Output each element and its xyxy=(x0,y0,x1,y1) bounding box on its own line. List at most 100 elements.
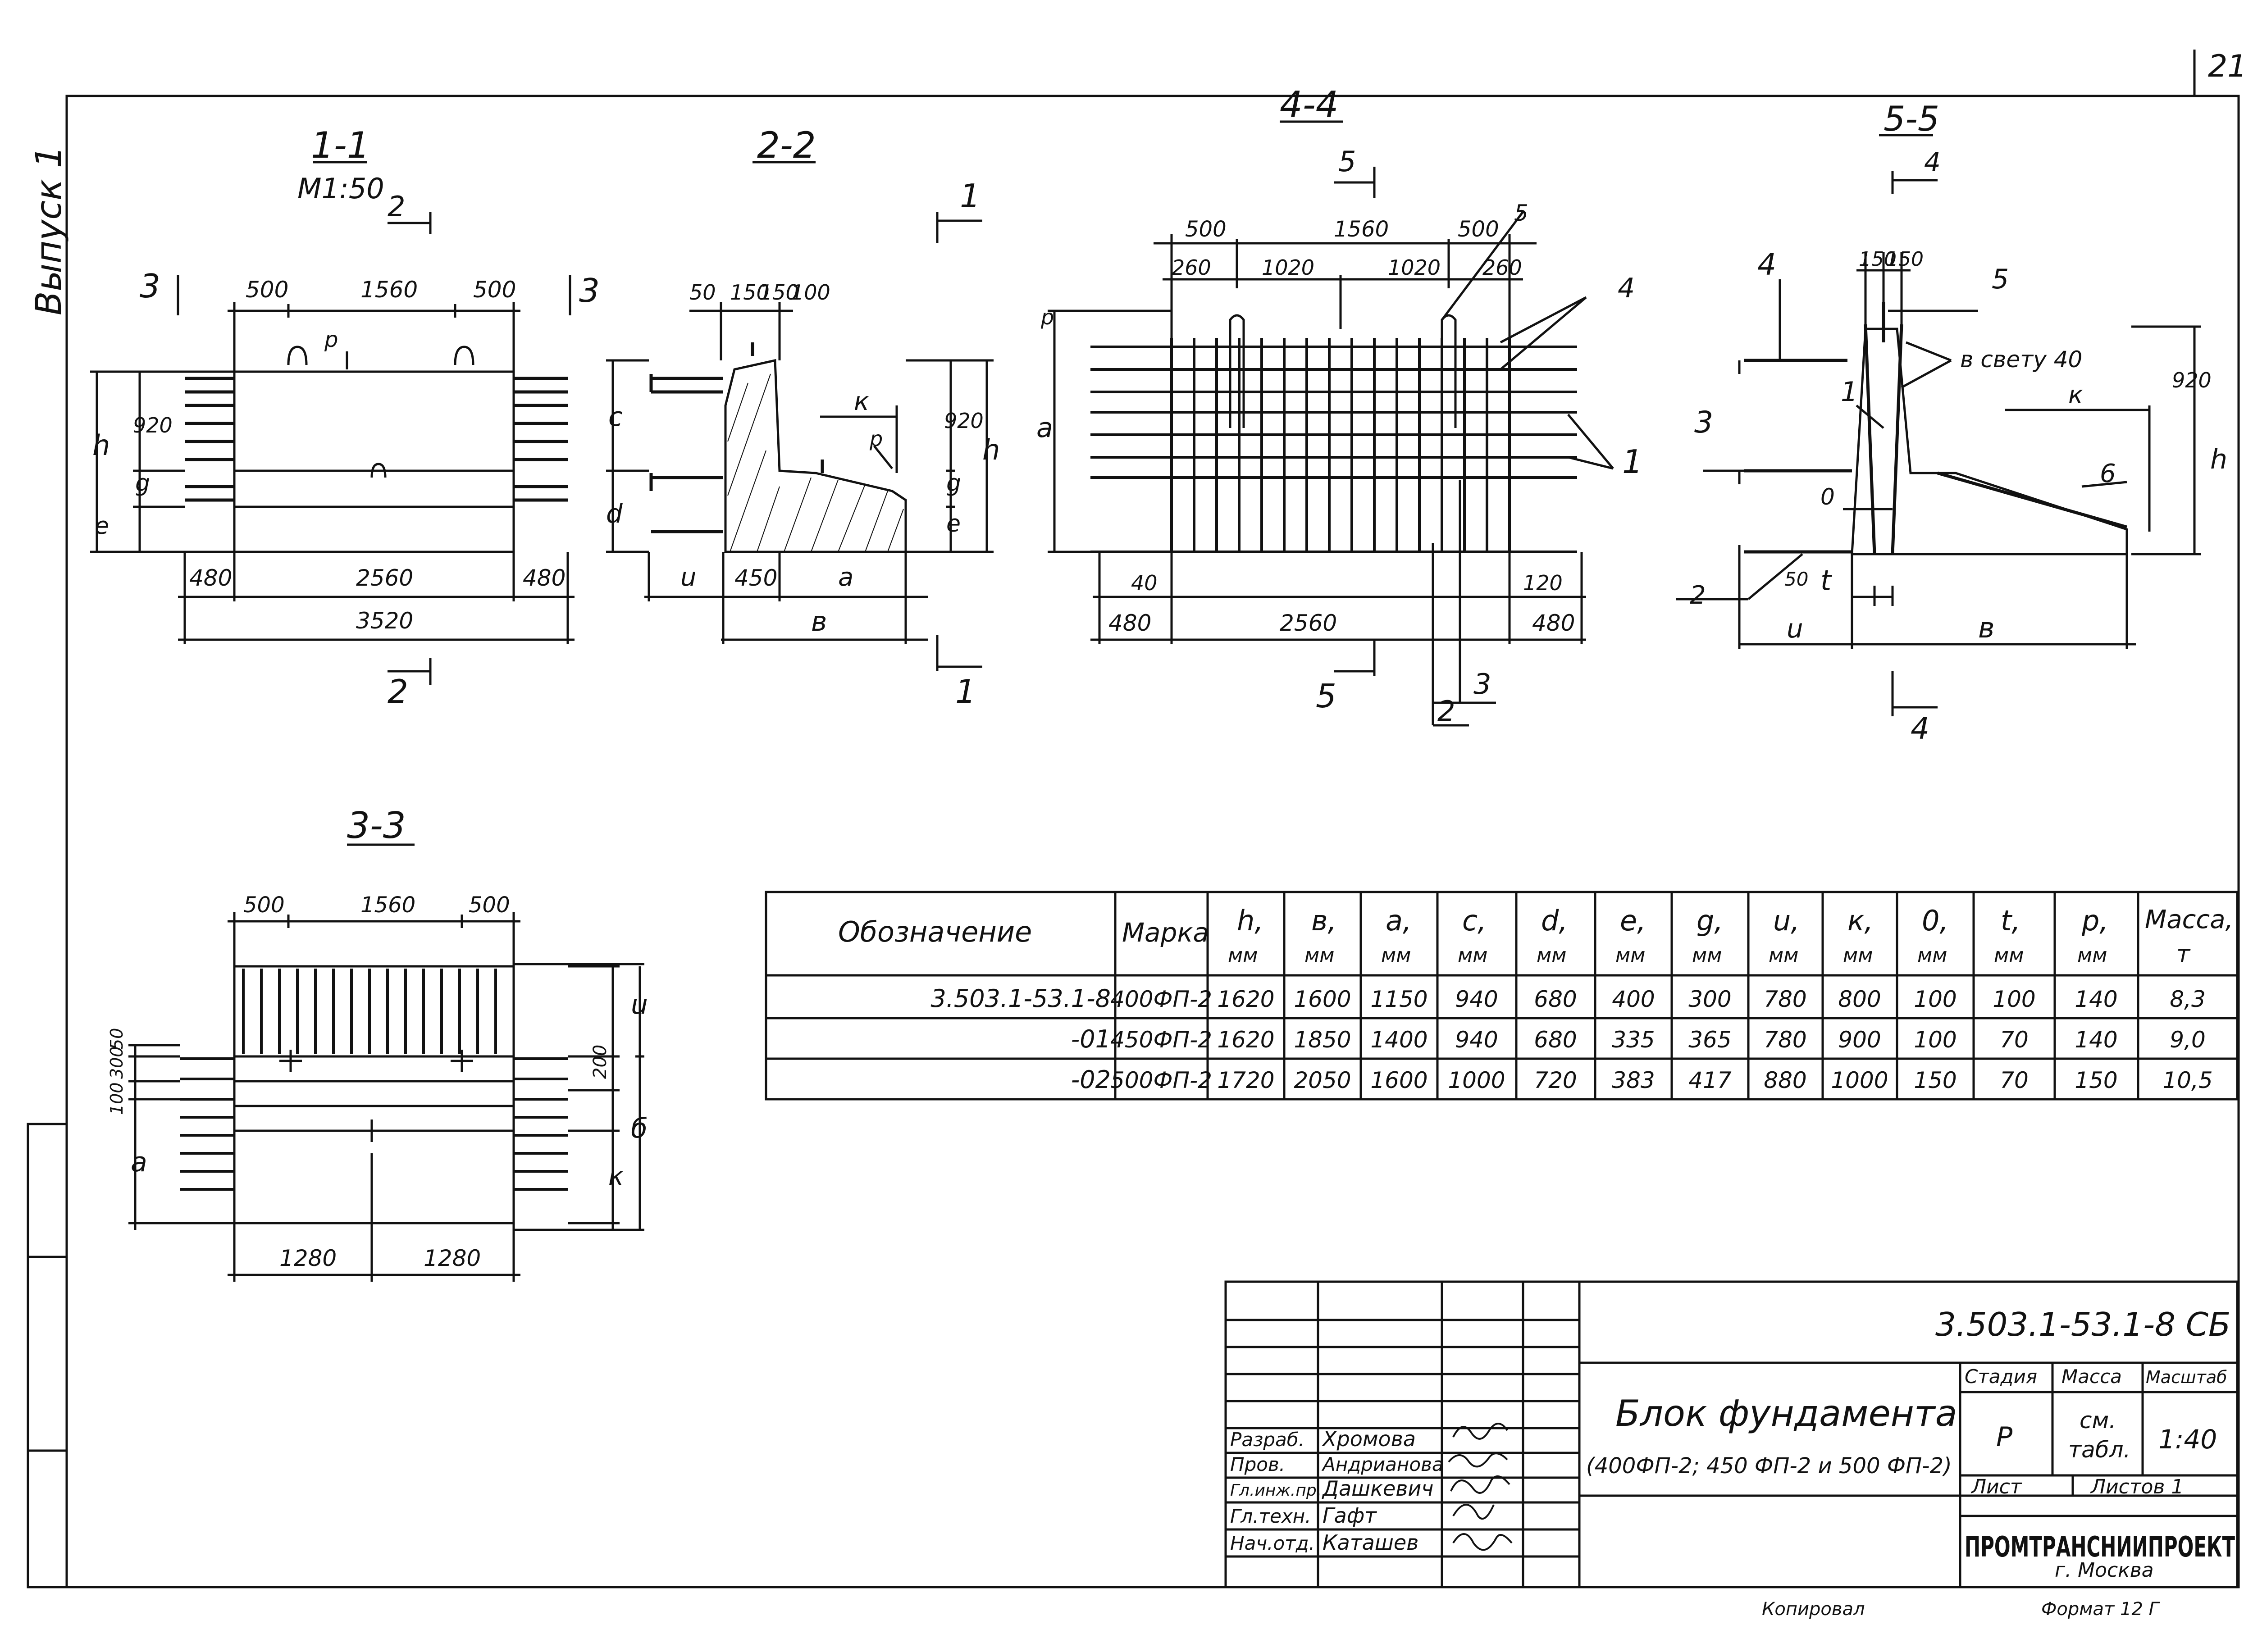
section-3-3-title: 3-3 xyxy=(347,805,406,846)
table-cell: 400ФП-2 xyxy=(1110,986,1212,1012)
dim-label: 300 xyxy=(107,1046,127,1079)
name: Гафт xyxy=(1323,1503,1377,1528)
stage-header: Стадия xyxy=(1965,1365,2037,1388)
name: Дашкевич xyxy=(1322,1476,1434,1501)
table-header: a, xyxy=(1386,904,1412,937)
dim: 500 xyxy=(473,277,516,303)
table-header: t, xyxy=(2001,904,2020,937)
dim-label: u xyxy=(631,989,648,1020)
table-cell-designation: -01 xyxy=(1071,1025,1111,1053)
sheet-frame xyxy=(65,95,2240,1588)
table-header: к, xyxy=(1847,904,1873,937)
table-cell: 100 xyxy=(1914,1027,1957,1053)
dim-label: 50 xyxy=(107,1028,127,1050)
table-cell: 720 xyxy=(1534,1067,1577,1093)
scale-header: Масштаб xyxy=(2146,1367,2227,1387)
table-cell: 940 xyxy=(1455,986,1498,1012)
cut-mark: 4 xyxy=(1911,711,1929,746)
table-header: Масса, xyxy=(2145,905,2233,934)
doc-code: 3.503.1-53.1-8 СБ xyxy=(1935,1306,2230,1343)
table-header: e, xyxy=(1620,904,1646,937)
dim: 500 xyxy=(246,277,288,303)
dim: 260 xyxy=(1482,255,1522,280)
dim: 120 xyxy=(1523,571,1563,595)
dim-label: e xyxy=(95,513,109,540)
dim: 500 xyxy=(1185,217,1227,242)
side-strip xyxy=(27,1123,68,1588)
callout: 4 xyxy=(1618,273,1635,304)
cut-mark: 4 xyxy=(1924,147,1941,177)
dim: 1280 xyxy=(279,1245,337,1271)
cut-mark: 3 xyxy=(140,267,160,305)
table-header: u, xyxy=(1773,904,1800,937)
table-cell: 2050 xyxy=(1294,1067,1351,1093)
dim-label: t xyxy=(1820,564,1833,597)
drawing-subtitle: (400ФП-2; 450 ФП-2 и 500 ФП-2) xyxy=(1586,1453,1952,1479)
table-header: Обозначение xyxy=(838,915,1032,948)
table-cell: 8,3 xyxy=(2170,986,2206,1012)
dim-label: 200 xyxy=(590,1045,611,1079)
dim: 260 xyxy=(1172,255,1211,280)
dim-label: g xyxy=(135,470,150,497)
drawing-title: Блок фундамента xyxy=(1615,1393,1957,1434)
dim: 500 xyxy=(469,892,510,918)
callout: 4 xyxy=(1757,247,1776,282)
table-header: g, xyxy=(1697,904,1723,937)
section-5-5 xyxy=(1676,134,2201,716)
dim-label: h xyxy=(92,429,110,462)
table-cell: 9,0 xyxy=(2170,1027,2206,1053)
table-cell: 1600 xyxy=(1370,1067,1428,1093)
cut-mark: 2 xyxy=(388,190,405,223)
dim: 150 xyxy=(1886,248,1924,271)
dim-label: 920 xyxy=(2172,368,2212,392)
table-cell: 1620 xyxy=(1217,1027,1274,1053)
dim-label: к xyxy=(608,1162,624,1191)
dim: 480 xyxy=(1108,610,1151,636)
table-cell: 900 xyxy=(1838,1027,1881,1053)
data-table xyxy=(765,891,2239,1101)
table-unit: мм xyxy=(1381,944,1411,967)
dim-label: a xyxy=(131,1147,147,1178)
dim: 1560 xyxy=(360,892,415,918)
table-unit: мм xyxy=(1228,944,1258,967)
role: Нач.отд. xyxy=(1230,1532,1315,1554)
table-cell: 1000 xyxy=(1448,1067,1505,1093)
callout: 2 xyxy=(1437,695,1455,728)
table-cell: 1600 xyxy=(1294,986,1351,1012)
table-cell: 70 xyxy=(2000,1027,2029,1053)
table-cell: 780 xyxy=(1764,986,1806,1012)
table-header: p, xyxy=(2081,904,2108,937)
dim-label: б xyxy=(631,1113,648,1144)
table-cell: 880 xyxy=(1764,1067,1806,1093)
dim: 2560 xyxy=(1280,610,1337,636)
section-2-2 xyxy=(606,161,994,671)
table-cell: 1000 xyxy=(1831,1067,1888,1093)
sheet-label: Лист xyxy=(1970,1475,2022,1498)
dim: 480 xyxy=(1532,610,1575,636)
table-unit: мм xyxy=(1917,944,1947,967)
dim-label: к xyxy=(2068,381,2083,409)
callout: 2 xyxy=(1690,581,1706,610)
dim-label: a xyxy=(1036,412,1053,444)
cut-mark: 3 xyxy=(579,272,600,309)
table-cell-designation: -02 xyxy=(1071,1065,1111,1094)
dim-label: к xyxy=(854,387,869,416)
dim: 2560 xyxy=(356,565,413,591)
table-cell: 1620 xyxy=(1217,986,1274,1012)
callout: 1 xyxy=(1622,443,1643,481)
mass-value: см. xyxy=(2080,1407,2116,1434)
dim: 50 xyxy=(689,280,716,305)
table-cell: 500ФП-2 xyxy=(1110,1067,1212,1093)
dim-label: в xyxy=(1978,611,1995,644)
table-unit: мм xyxy=(1769,944,1798,967)
dim: 1280 xyxy=(424,1245,481,1271)
scale-value: 1:40 xyxy=(2158,1424,2217,1455)
table-unit: т xyxy=(2176,941,2191,968)
dim-label: g xyxy=(946,470,961,497)
dim-label: p xyxy=(869,427,883,451)
role: Разраб. xyxy=(1230,1429,1304,1451)
table-cell: 10,5 xyxy=(2162,1067,2212,1093)
callout: 3 xyxy=(1473,668,1491,701)
format-label: Формат 12 Г xyxy=(2041,1599,2160,1620)
table-unit: мм xyxy=(2077,944,2107,967)
